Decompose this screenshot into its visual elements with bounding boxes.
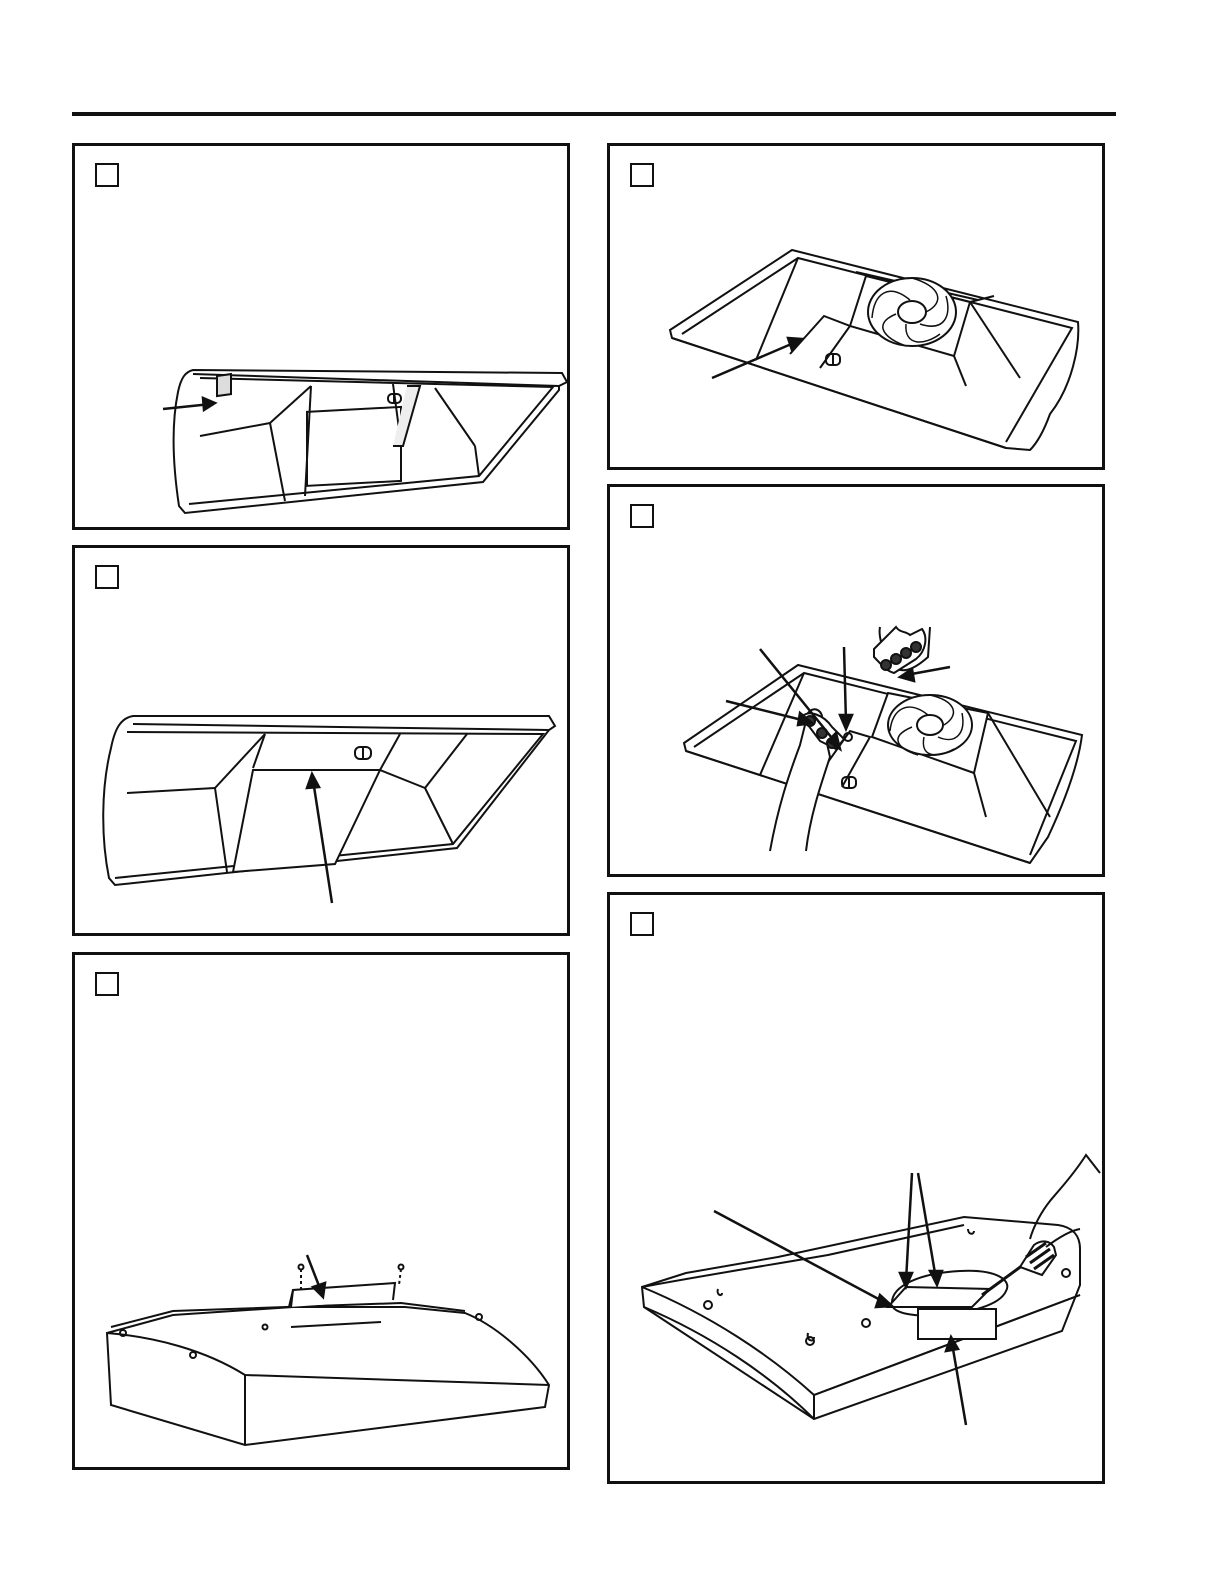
hood-top-damper-figure <box>75 955 570 1470</box>
page-header-rule <box>72 112 1116 116</box>
hood-underside-damper-figure <box>75 146 570 530</box>
step-panel-2 <box>72 545 570 936</box>
step-panel-4 <box>607 143 1105 470</box>
hood-wiring-figure <box>610 487 1105 877</box>
hood-blower-figure <box>610 146 1105 470</box>
step-panel-3 <box>72 952 570 1470</box>
hood-underside-cover-figure <box>75 548 570 936</box>
hood-knockout-figure <box>610 895 1105 1484</box>
step-panel-6 <box>607 892 1105 1484</box>
step-panel-5 <box>607 484 1105 877</box>
step-panel-1 <box>72 143 570 530</box>
